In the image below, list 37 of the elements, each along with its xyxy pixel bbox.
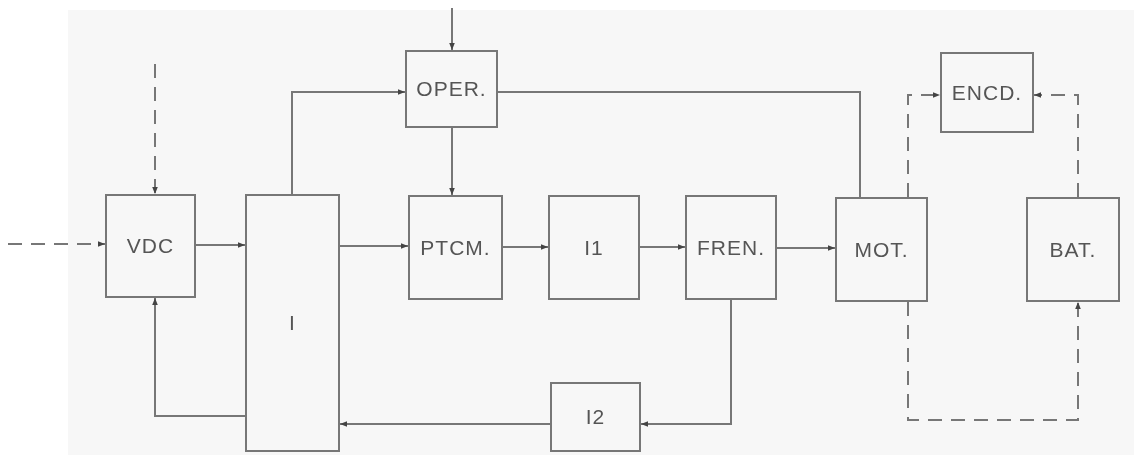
- arrow: [195, 242, 246, 248]
- block-label: MOT.: [854, 237, 909, 262]
- block-label: I2: [585, 405, 606, 429]
- block-box: [685, 195, 777, 300]
- arrow: [339, 243, 409, 249]
- arrow: [640, 299, 732, 427]
- connector-line: [497, 91, 861, 198]
- block-box: [245, 194, 340, 452]
- block-box: [1026, 197, 1120, 302]
- block-label: I1: [584, 235, 604, 260]
- arrow: [907, 301, 1081, 421]
- block-label: BAT.: [1049, 237, 1097, 262]
- arrow: [291, 89, 406, 195]
- block-box: [105, 194, 196, 298]
- block-box: [548, 195, 640, 300]
- arrow: [502, 244, 549, 250]
- arrow: [339, 421, 551, 427]
- block-label: I: [289, 311, 296, 335]
- arrow: [639, 244, 686, 250]
- block-label: PTCM.: [420, 235, 491, 260]
- block-box: [550, 382, 641, 452]
- arrow: [1033, 92, 1079, 198]
- block-label: ENCD.: [951, 80, 1023, 105]
- arrow: [907, 92, 941, 198]
- block-label: VDC: [126, 234, 175, 258]
- block-box: [835, 197, 928, 302]
- block-label: OPER.: [416, 77, 487, 101]
- arrow: [152, 297, 246, 417]
- arrow: [449, 127, 455, 196]
- block-box: [408, 195, 503, 300]
- block-label: FREN.: [697, 235, 765, 260]
- arrow: [449, 7, 455, 51]
- arrow: [152, 63, 158, 195]
- arrow: [7, 241, 106, 247]
- block-box: [405, 50, 498, 128]
- arrow: [776, 245, 836, 251]
- block-box: [940, 52, 1034, 133]
